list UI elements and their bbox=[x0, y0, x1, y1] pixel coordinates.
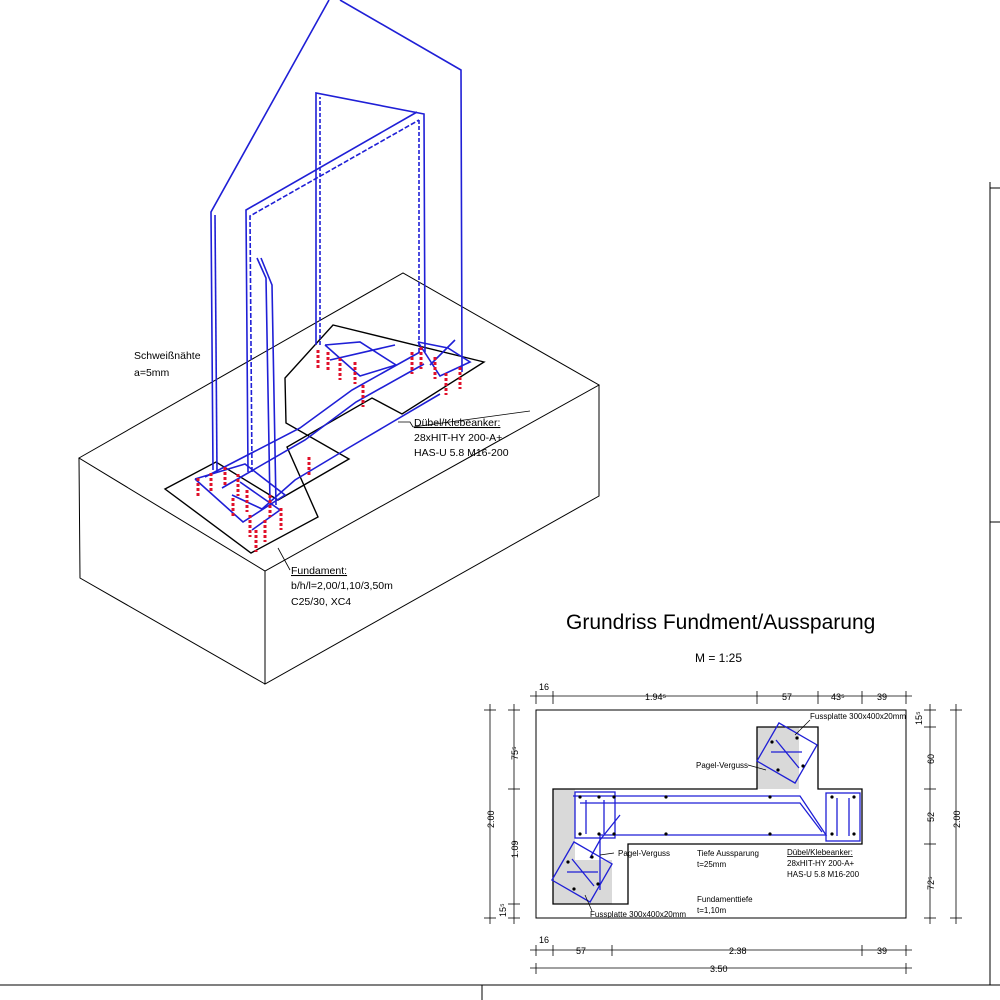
recess-outline-iso bbox=[163, 324, 486, 554]
plan-leaders bbox=[584, 719, 811, 912]
base-beam bbox=[204, 351, 421, 478]
plan-plate-bottom bbox=[551, 841, 613, 903]
plan-grout-top: Pagel-Verguss bbox=[696, 761, 748, 770]
foundation-block-iso bbox=[78, 272, 601, 685]
plan-recess-outline bbox=[552, 726, 863, 905]
plan-anchor-title: Dübel/Klebeanker: bbox=[787, 848, 853, 857]
dim-right-52: 52 bbox=[926, 812, 936, 822]
weld-value: a=5mm bbox=[134, 367, 170, 379]
foundation-title: Fundament: bbox=[291, 565, 347, 577]
dim-top-43: 43⁵ bbox=[831, 692, 845, 702]
dim-top-194: 1.94⁵ bbox=[645, 692, 667, 702]
weld-label: Schweißnähte bbox=[134, 350, 201, 362]
dim-left-200: 2.00 bbox=[486, 810, 496, 828]
plan-foundation-depth-label: Fundamenttiefe bbox=[697, 895, 753, 904]
plan-baseplate-top: Fussplatte 300x400x20mm bbox=[810, 712, 906, 721]
dim-right-200: 2.00 bbox=[952, 810, 962, 828]
foundation-dims: b/h/l=2,00/1,10/3,50m bbox=[291, 580, 393, 592]
grout-top bbox=[757, 727, 799, 789]
plan-plate-top bbox=[756, 722, 818, 784]
dimension-lines bbox=[484, 691, 962, 974]
plan-grout-left: Pagel-Verguss bbox=[618, 849, 670, 858]
plan-plate-left bbox=[574, 791, 616, 839]
dim-bot-238: 2.38 bbox=[729, 946, 747, 956]
plan-steel bbox=[551, 722, 861, 903]
iso-leaders bbox=[277, 410, 531, 571]
plan-recess-depth-label: Tiefe Aussparung bbox=[697, 849, 759, 858]
plan-title: Grundriss Fundment/Aussparung bbox=[566, 611, 875, 634]
iso-anchor-line1: 28xHIT-HY 200-A+ bbox=[414, 432, 502, 444]
plan-baseplate-bottom: Fussplatte 300x400x20mm bbox=[590, 910, 686, 919]
plan-foundation-depth-value: t=1,10m bbox=[697, 906, 726, 915]
outer-frame-left-post bbox=[210, 0, 330, 471]
foundation-front-left-face bbox=[78, 457, 266, 685]
middle-frame bbox=[245, 111, 418, 473]
plan-foundation-outline bbox=[535, 709, 907, 919]
dim-left-109: 1.09 bbox=[510, 840, 520, 858]
dim-top-16: 16 bbox=[539, 682, 549, 692]
steel-frame-iso bbox=[194, 0, 472, 531]
plan-anchor-line1: 28xHIT-HY 200-A+ bbox=[787, 859, 855, 868]
dim-bot-350: 3.50 bbox=[710, 964, 728, 974]
inner-frame bbox=[315, 92, 426, 353]
plan-anchor-line2: HAS-U 5.8 M16-200 bbox=[787, 870, 860, 879]
plan-plate-right bbox=[825, 792, 861, 842]
dim-left-15: 15⁵ bbox=[498, 903, 508, 917]
anchors-iso bbox=[196, 347, 462, 552]
foundation-top-face bbox=[78, 272, 601, 572]
dim-right-60: 60 bbox=[926, 754, 936, 764]
dim-bot-39: 39 bbox=[877, 946, 887, 956]
dim-bot-57: 57 bbox=[576, 946, 586, 956]
leg-kink bbox=[256, 257, 271, 504]
plan-grout bbox=[553, 727, 799, 904]
grout-left-lower bbox=[553, 860, 612, 904]
plan-anchor-dots bbox=[566, 736, 856, 891]
iso-anchor-title: Dübel/Klebeanker: bbox=[414, 417, 500, 429]
plan-recess-depth-value: t=25mm bbox=[697, 860, 726, 869]
foundation-front-right-face bbox=[264, 385, 600, 685]
plan-scale: M = 1:25 bbox=[695, 651, 742, 665]
sheet-frame bbox=[0, 182, 1000, 1000]
foundation-concrete: C25/30, XC4 bbox=[291, 596, 351, 608]
dim-bot-16: 16 bbox=[539, 935, 549, 945]
dim-right-72: 72⁵ bbox=[926, 876, 936, 890]
dim-top-39: 39 bbox=[877, 692, 887, 702]
dim-top-57: 57 bbox=[782, 692, 792, 702]
outer-frame-right-post bbox=[339, 0, 463, 373]
dim-left-75: 75⁵ bbox=[510, 746, 520, 760]
dim-right-15: 15⁵ bbox=[914, 711, 924, 725]
iso-anchor-line2: HAS-U 5.8 M16-200 bbox=[414, 447, 509, 459]
